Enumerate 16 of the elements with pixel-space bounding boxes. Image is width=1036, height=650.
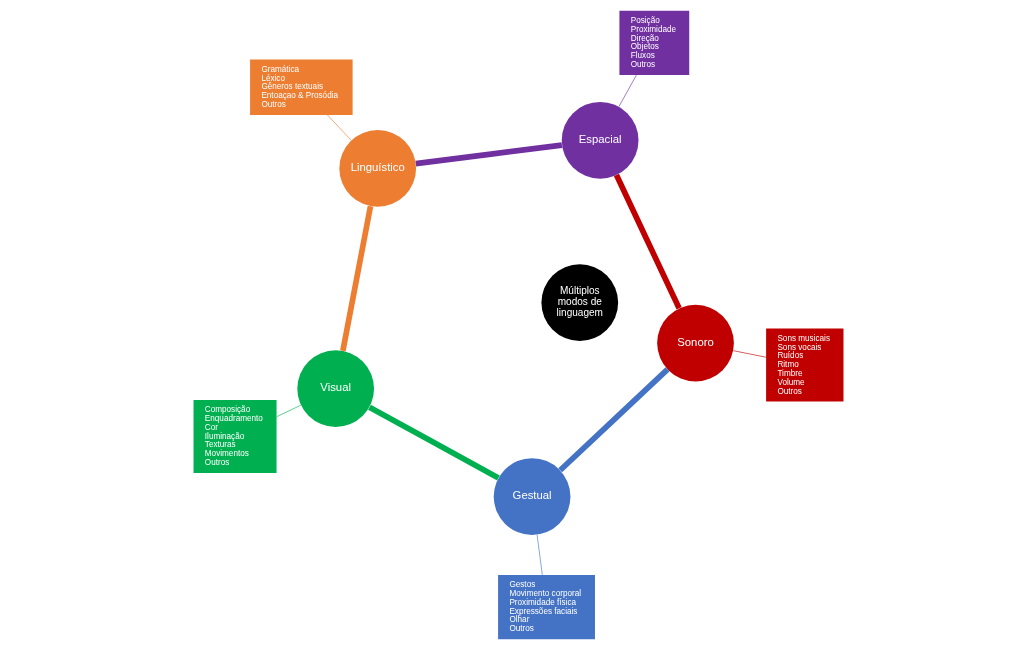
connector: [613, 173, 682, 310]
connector: [618, 74, 637, 107]
connector: [414, 142, 562, 167]
connector: [367, 404, 500, 481]
connector: [557, 367, 669, 473]
connector: [339, 205, 373, 352]
node-circle: Sonoro: [656, 304, 734, 382]
node-circle: Gestual: [493, 458, 570, 535]
node-circle: Linguístico: [338, 130, 416, 207]
connector: [276, 404, 301, 417]
connector: [326, 114, 352, 141]
connector: [536, 534, 543, 576]
node-circle: Visual: [296, 350, 374, 427]
node-circle: Espacial: [561, 101, 638, 179]
node-circle: Múltiplos modos de linguagem: [540, 264, 618, 341]
connector: [732, 350, 766, 358]
